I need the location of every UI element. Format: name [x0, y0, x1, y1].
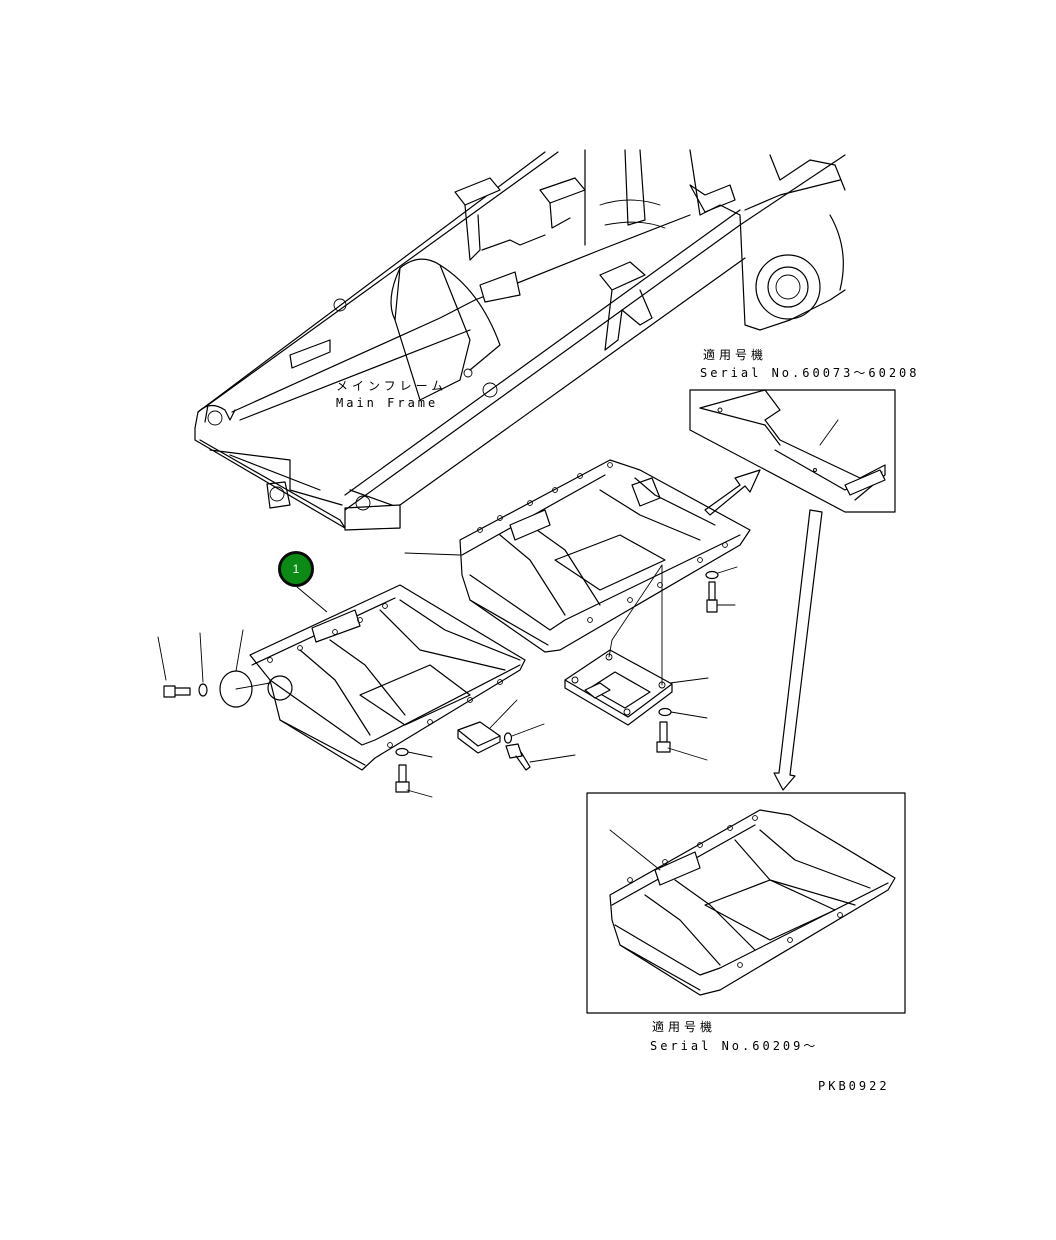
washer	[503, 723, 545, 744]
arrow-icon	[773, 509, 823, 791]
applicable-label-1: 適用号機	[703, 348, 768, 362]
bolt	[706, 581, 736, 613]
bolt	[395, 764, 433, 798]
bolt	[157, 636, 191, 698]
bracket	[457, 699, 518, 754]
detail-box-serial-1	[689, 389, 896, 513]
washer	[198, 632, 208, 697]
main-frame	[194, 149, 846, 531]
upper-undercover	[404, 459, 751, 653]
bolt	[656, 721, 708, 761]
serial-range-2: Serial No.60209～	[650, 1039, 819, 1053]
part-callout-1[interactable]: 1	[278, 551, 314, 587]
main-frame-label-en: Main Frame	[336, 396, 439, 410]
bolt	[505, 743, 576, 771]
main-frame-label-jp: メインフレーム	[336, 379, 448, 393]
washer	[395, 747, 433, 758]
drawing-code: PKB0922	[818, 1079, 890, 1093]
detail-box-serial-2	[586, 792, 906, 1014]
access-cover	[564, 564, 709, 726]
arrow-icon	[704, 469, 761, 516]
undercover-plate	[219, 584, 526, 771]
applicable-label-2: 適用号機	[652, 1020, 717, 1034]
washer	[658, 707, 708, 719]
serial-range-1: Serial No.60073～60208	[700, 366, 920, 380]
washer	[705, 566, 738, 580]
